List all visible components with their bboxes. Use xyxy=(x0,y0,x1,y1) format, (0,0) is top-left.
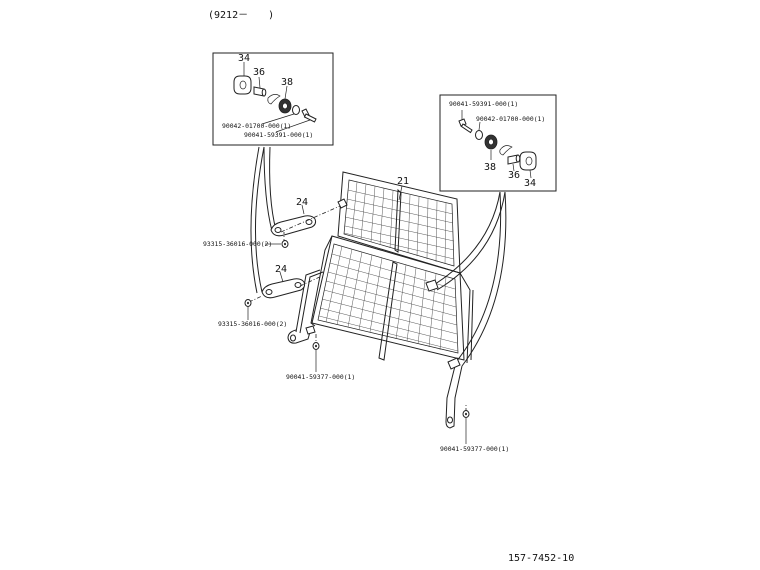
upper-bracket-24: 24 xyxy=(270,197,317,237)
lower-nut xyxy=(244,299,252,307)
lower-mesh xyxy=(318,245,459,352)
header-text: (9212－ ) xyxy=(208,10,274,21)
lower-bracket-24: 24 xyxy=(261,264,306,299)
left-washer xyxy=(292,105,300,115)
callout-38-right: 38 xyxy=(484,162,496,173)
right-bolt xyxy=(458,118,473,134)
right-detail-box: 90041-59391-000(1) 90042-01700-000(1) 38… xyxy=(439,94,557,192)
right-spring-clip xyxy=(499,145,513,156)
callout-21-frame: 21 xyxy=(397,176,409,187)
left-spring-clip xyxy=(267,94,281,105)
right-bushing-38 xyxy=(484,134,498,150)
cargo-net-frame xyxy=(287,171,474,429)
callout-24-lower: 24 xyxy=(275,264,287,275)
right-sleeve-36 xyxy=(507,154,521,165)
callout-36-left: 36 xyxy=(253,67,265,78)
right-cap-34 xyxy=(519,151,537,171)
drawing-code: 157-7452-10 xyxy=(508,553,574,564)
pn-nut-upper: 93315-36016-000(2) xyxy=(203,240,272,248)
pn-bottom-left: 90041-59377-000(1) xyxy=(286,373,355,381)
pn-nut-lower: 93315-36016-000(2) xyxy=(218,320,287,328)
callout-38-left: 38 xyxy=(281,77,293,88)
left-connector-line xyxy=(263,146,273,232)
right-connector-line xyxy=(431,191,501,287)
left-detail-box: 34 36 38 90042-01700-000(1) 90041-59391-… xyxy=(212,52,334,146)
bottom-left-nut xyxy=(312,342,320,350)
pn-right-bolt: 90041-59391-000(1) xyxy=(449,100,518,108)
pn-left-washer: 90042-01700-000(1) xyxy=(222,122,291,130)
left-bushing-38 xyxy=(278,98,292,114)
bottom-right-nut xyxy=(462,410,470,418)
upper-nut xyxy=(281,240,289,248)
pn-right-washer: 90042-01700-000(1) xyxy=(476,115,545,123)
left-cap-34 xyxy=(233,75,252,95)
callout-34-left: 34 xyxy=(238,53,250,64)
pn-bottom-right: 90041-59377-000(1) xyxy=(440,445,509,453)
left-sleeve-36 xyxy=(253,86,267,97)
right-washer xyxy=(475,130,483,140)
left-bolt xyxy=(301,108,317,123)
callout-36-right: 36 xyxy=(508,170,520,181)
callout-24-upper: 24 xyxy=(296,197,308,208)
callout-34-right: 34 xyxy=(524,178,536,189)
pn-left-bolt: 90041-59391-000(1) xyxy=(244,131,313,139)
